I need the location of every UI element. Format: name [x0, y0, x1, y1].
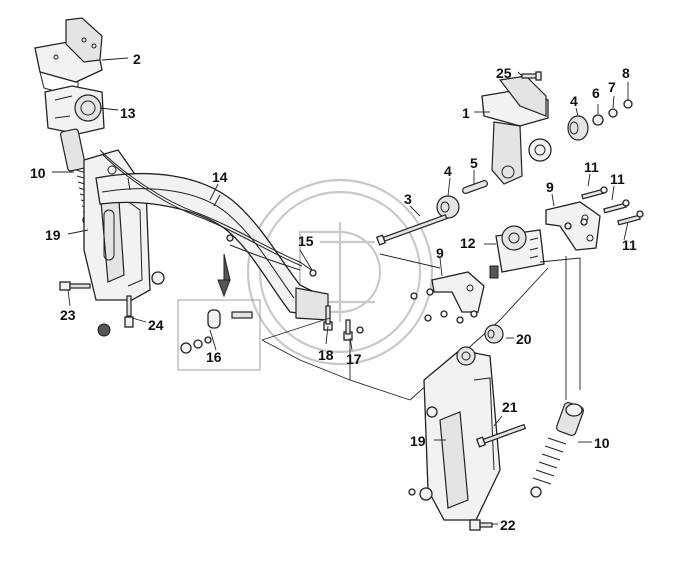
callout-labels: 2 13 10 14 19 15 23 24 16 18 17 25 8 7 6…	[30, 51, 637, 533]
callout-7: 7	[608, 79, 616, 95]
callout-3: 3	[404, 191, 412, 207]
callout-15: 15	[298, 233, 314, 249]
callout-11-b: 11	[610, 171, 625, 187]
callout-9-lower: 9	[436, 245, 444, 261]
hose-line	[99, 149, 317, 277]
callout-11-c: 11	[622, 237, 637, 253]
callout-4-upper: 4	[570, 93, 578, 109]
callout-23: 23	[60, 307, 76, 323]
washer-7	[608, 108, 618, 118]
callout-6: 6	[592, 85, 600, 101]
callout-21: 21	[502, 399, 518, 415]
callout-5: 5	[470, 155, 478, 171]
callout-16: 16	[206, 349, 222, 365]
bracket-9-upper	[545, 201, 601, 251]
callout-4-lower: 4	[444, 163, 452, 179]
callout-20: 20	[516, 331, 532, 347]
bolt-17	[343, 319, 364, 341]
bolt-11-b	[603, 199, 630, 214]
leader-lines	[52, 57, 629, 525]
callout-19-left: 19	[45, 227, 61, 243]
long-bolt-3	[375, 214, 448, 246]
callout-25: 25	[496, 65, 512, 81]
bolt-11-c	[617, 210, 644, 226]
bushing-upper	[567, 115, 589, 141]
callout-10-left: 10	[30, 165, 46, 181]
watermark-logo	[246, 178, 434, 366]
callout-2: 2	[133, 51, 141, 67]
callout-24: 24	[148, 317, 164, 333]
callout-10-right: 10	[594, 435, 610, 451]
bolt-23	[59, 281, 91, 291]
callout-18: 18	[318, 347, 334, 363]
housing-right	[408, 346, 501, 521]
callout-14: 14	[212, 169, 228, 185]
main-frame-tube	[95, 172, 329, 321]
callout-1: 1	[462, 105, 470, 121]
callout-9-upper: 9	[546, 179, 554, 195]
upper-bracket-left	[34, 17, 103, 99]
bolt-11-a	[581, 186, 608, 200]
pivot-block-left	[44, 85, 105, 135]
washers-center	[410, 218, 588, 324]
bolt-21	[475, 423, 527, 448]
callout-19-right: 19	[410, 433, 426, 449]
kit-box	[177, 253, 261, 371]
callout-17: 17	[346, 351, 362, 367]
callout-22: 22	[500, 517, 516, 533]
nut-8	[623, 99, 633, 109]
washer-6	[592, 114, 604, 126]
callout-12: 12	[460, 235, 476, 251]
bracket-9-lower	[431, 271, 485, 313]
pin-5	[462, 179, 488, 195]
shock-absorber-right	[530, 402, 585, 498]
bushing-20	[484, 324, 504, 344]
upper-bracket-right	[481, 75, 552, 185]
callout-11-a: 11	[584, 159, 599, 175]
callout-13: 13	[120, 105, 136, 121]
bolt-22	[469, 519, 493, 531]
bolt-24	[124, 295, 134, 328]
bushing-lower	[436, 195, 460, 219]
actuator-12	[489, 225, 545, 279]
callout-8: 8	[622, 65, 630, 81]
